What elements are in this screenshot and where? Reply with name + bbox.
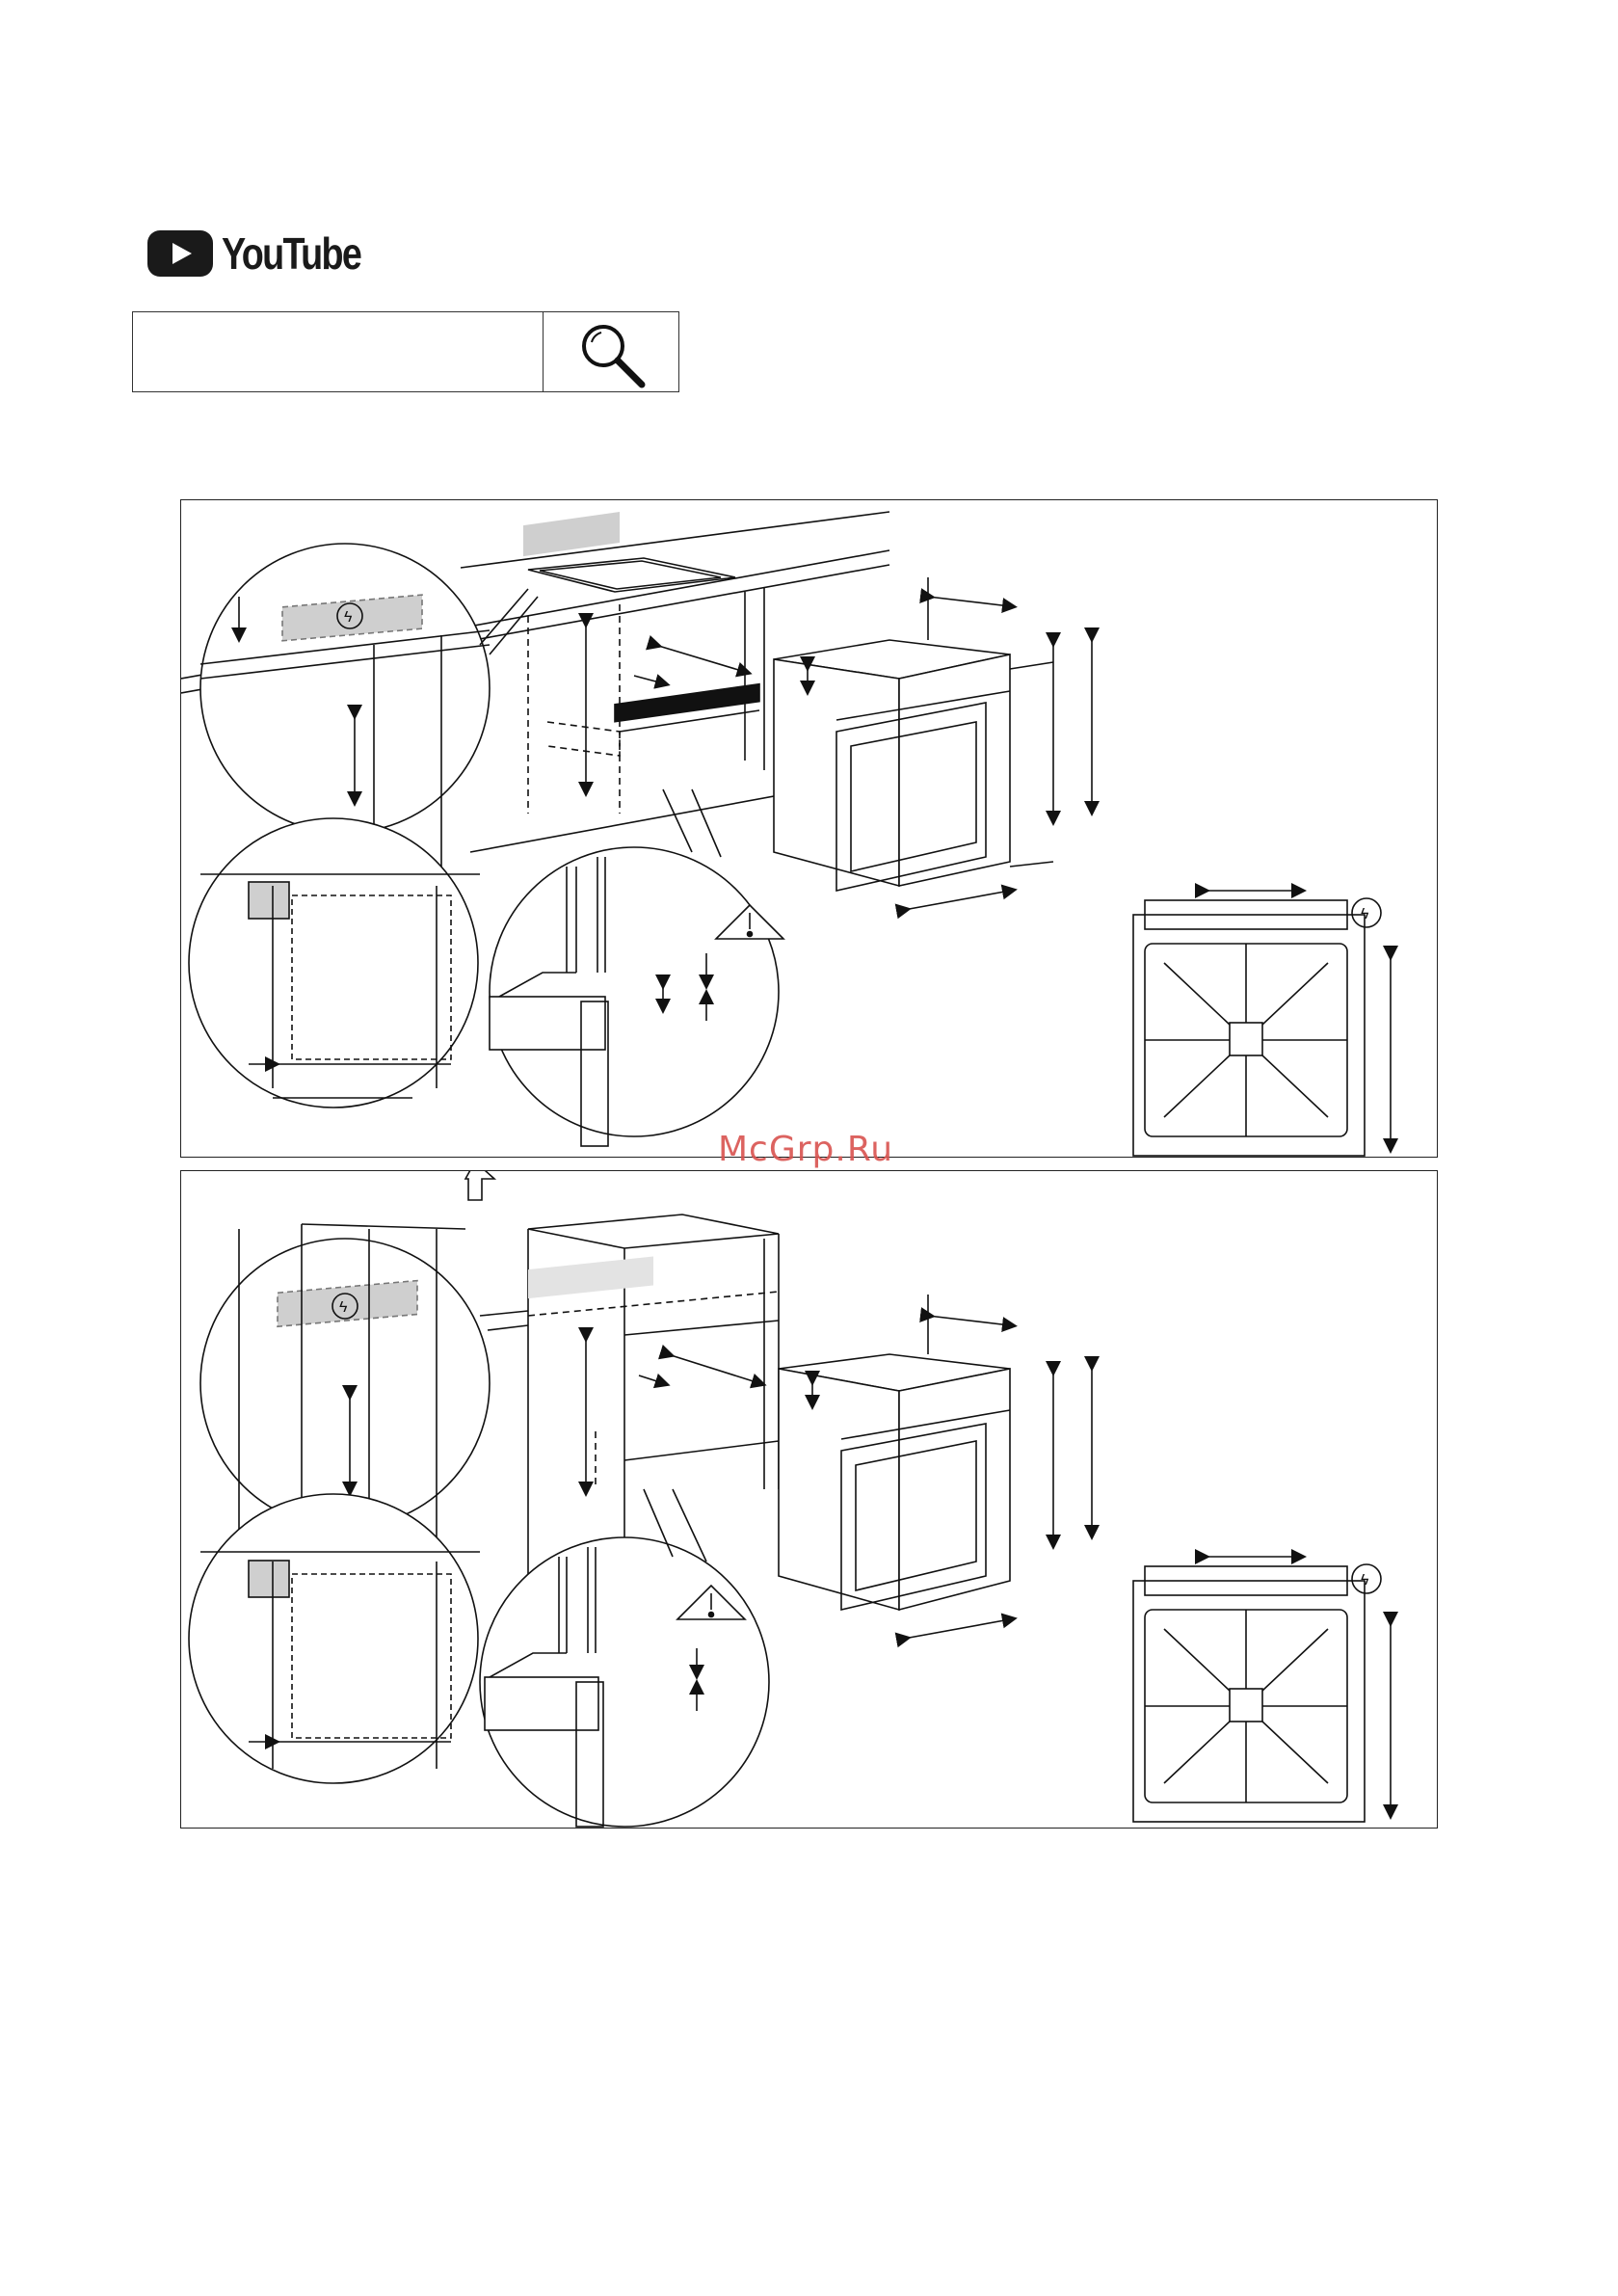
youtube-logo[interactable]: YouTube	[146, 227, 391, 280]
installation-figure-tall-unit: ϟ	[180, 1170, 1438, 1829]
installation-diagram: ϟ	[181, 500, 1439, 1159]
youtube-wordmark: YouTube	[222, 227, 360, 280]
installation-diagram: ϟ	[181, 1171, 1439, 1829]
search-icon	[563, 313, 659, 390]
svg-text:ϟ: ϟ	[1361, 906, 1369, 922]
svg-text:ϟ: ϟ	[1361, 1572, 1369, 1589]
watermark: McGrp.Ru	[718, 1130, 893, 1169]
search-box	[132, 311, 679, 392]
play-button-icon	[146, 229, 214, 278]
svg-text:ϟ: ϟ	[344, 609, 353, 626]
search-input[interactable]	[133, 312, 543, 391]
search-button[interactable]	[543, 312, 678, 391]
installation-figure-under-counter: ϟ	[180, 499, 1438, 1158]
svg-text:ϟ: ϟ	[339, 1299, 348, 1316]
